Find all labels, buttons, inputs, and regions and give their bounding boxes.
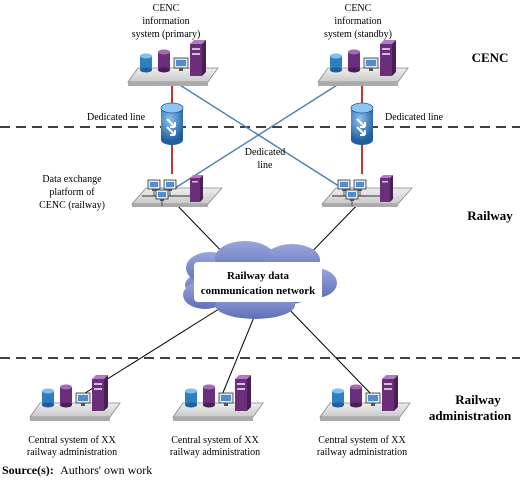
primary-label-1: CENC bbox=[153, 3, 180, 14]
admin-c-label-2: railway administration bbox=[317, 447, 407, 458]
dedicated-line-right-label: Dedicated line bbox=[385, 112, 444, 123]
dedicated-line-center-label-1: Dedicated bbox=[245, 147, 286, 158]
dedicated-line-left-label: Dedicated line bbox=[87, 112, 146, 123]
admin-a-label-1: Central system of XX bbox=[28, 435, 116, 446]
network-label-1: Railway data bbox=[227, 270, 290, 282]
admin-c-system-icon bbox=[319, 374, 411, 422]
source-label: Source(s): bbox=[2, 463, 54, 477]
standby-label-3: system (standby) bbox=[324, 29, 392, 40]
admin-b-system-icon bbox=[172, 374, 264, 422]
standby-system-icon bbox=[317, 39, 409, 87]
link-cloud-admin-b bbox=[221, 309, 258, 396]
exchange-label-3: CENC (railway) bbox=[39, 200, 105, 211]
source-text: Authors' own work bbox=[60, 463, 152, 477]
admin-b-label-1: Central system of XX bbox=[171, 435, 259, 446]
zone-label-admin-2: administration bbox=[429, 408, 512, 423]
admin-c-label-1: Central system of XX bbox=[318, 435, 406, 446]
admin-b-label-2: railway administration bbox=[170, 447, 260, 458]
primary-label-3: system (primary) bbox=[132, 29, 201, 40]
exchange-label-1: Data exchange bbox=[42, 174, 102, 185]
exchange-platform-right-icon bbox=[322, 175, 412, 207]
dedicated-line-center-label-2: line bbox=[258, 160, 274, 171]
standby-label-1: CENC bbox=[345, 3, 372, 14]
exchange-label-2: platform of bbox=[49, 187, 95, 198]
primary-label-2: information bbox=[142, 16, 189, 27]
zone-label-cenc: CENC bbox=[472, 50, 509, 65]
zone-label-admin-1: Railway bbox=[455, 392, 501, 407]
network-label-2: communication network bbox=[201, 285, 316, 297]
cross-link-standby-to-left bbox=[171, 79, 346, 191]
exchange-platform-left-icon bbox=[132, 175, 222, 207]
zone-label-railway: Railway bbox=[467, 208, 513, 223]
source-line: Source(s): Authors' own work bbox=[2, 463, 152, 477]
link-cloud-admin-c bbox=[281, 301, 373, 396]
router-right-icon bbox=[350, 102, 374, 146]
router-left-icon bbox=[160, 102, 184, 146]
admin-a-label-2: railway administration bbox=[27, 447, 117, 458]
primary-system-icon bbox=[127, 39, 219, 87]
standby-label-2: information bbox=[334, 16, 381, 27]
admin-a-system-icon bbox=[29, 374, 121, 422]
cloud-icon bbox=[183, 241, 337, 319]
